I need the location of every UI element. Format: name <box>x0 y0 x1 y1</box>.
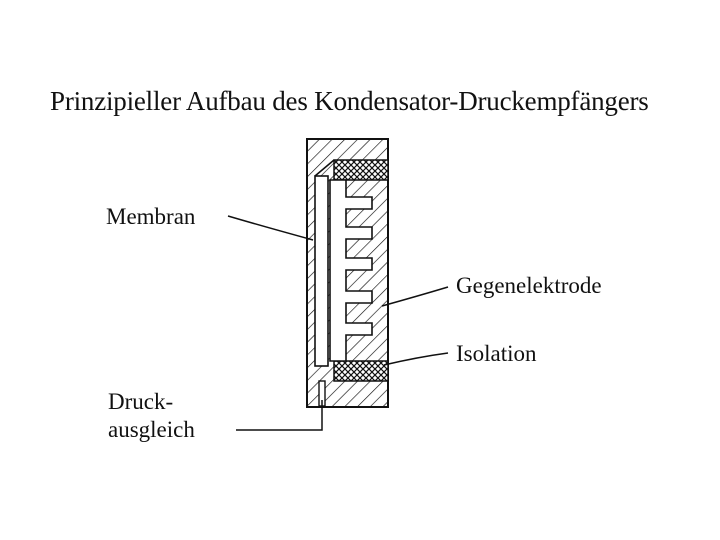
leader-membran <box>227 215 314 241</box>
leader-isolation <box>383 352 449 366</box>
leader-druckausgleich <box>236 400 323 431</box>
label-isolation: Isolation <box>456 341 537 366</box>
gap-cavity <box>329 179 373 362</box>
membrane-top-edge <box>314 159 335 177</box>
isolation-top <box>333 159 389 181</box>
label-druckausgleich-line2: ausgleich <box>108 417 195 442</box>
label-gegenelektrode: Gegenelektrode <box>456 273 602 298</box>
leader-gegenelektrode <box>381 286 449 307</box>
isolation-bottom <box>333 360 389 382</box>
label-druckausgleich-line1: Druck- <box>108 389 174 414</box>
membrane <box>314 175 329 367</box>
label-membran: Membran <box>106 204 196 229</box>
page-title: Prinzipieller Aufbau des Kondensator-Dru… <box>50 86 649 116</box>
